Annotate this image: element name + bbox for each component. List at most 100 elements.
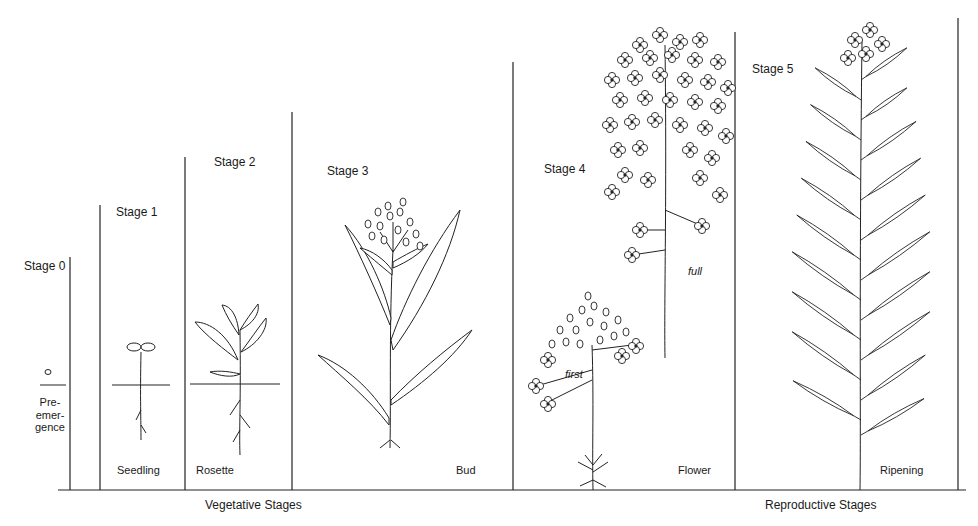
bud-stage-plant-part: [377, 222, 383, 230]
first-flower-plant-part: [585, 292, 591, 300]
pre-emergence-seed-part: [40, 385, 66, 386]
stage-name: Seedling: [117, 464, 160, 477]
first-flower-plant-part: [540, 396, 555, 411]
full-flower-plant-part: [604, 72, 619, 87]
ripening-plant-part: [800, 177, 862, 222]
full-flower-plant-part: [647, 112, 662, 127]
bud-stage-plant-part: [345, 225, 391, 325]
full-flower-plant-part: [632, 222, 647, 237]
first-flower-plant-part: [577, 340, 583, 348]
full-flower-plant-part: [710, 54, 725, 69]
first-flower-plant-part: [567, 314, 573, 322]
full-flower-plant-part: [720, 80, 735, 95]
bud-stage-plant-part: [381, 236, 387, 244]
rosette-plant-part: [195, 322, 238, 360]
stage-name: Flower: [678, 464, 711, 477]
ripening-plant-part: [791, 330, 862, 381]
first-flower-plant-part: [601, 322, 607, 330]
first-flower-plant-part: [614, 348, 629, 363]
full-flower-plant-part: [632, 210, 700, 255]
ripening-plant-part: [840, 50, 855, 65]
rosette-plant: [190, 304, 280, 455]
full-flower-plant-part: [604, 184, 619, 199]
bud-stage-plant-part: [365, 220, 371, 228]
bud-stage-plant-part: [318, 355, 389, 425]
bud-stage-plant-part: [407, 218, 413, 226]
full-flower-plant-part: [610, 142, 625, 157]
full-flower-plant-part: [712, 187, 727, 202]
first-flower-plant: [528, 292, 643, 490]
stage-number: Stage 2: [214, 156, 255, 170]
ripening-plant-part: [791, 290, 862, 341]
ripening-plant-part: [860, 353, 927, 401]
rosette-plant-part: [230, 400, 250, 442]
stage-number: Stage 1: [116, 206, 157, 220]
full-flower-plant-part: [704, 150, 719, 165]
ripening-plant-part: [792, 379, 862, 422]
full-flower-plant-part: [672, 34, 687, 49]
rosette-plant-part: [190, 384, 280, 385]
full-flower-plant-part: [700, 74, 715, 89]
rosette-plant-part: [222, 305, 239, 335]
ripening-plant-part: [805, 140, 862, 182]
ripening-plant-part: [860, 157, 922, 202]
ripening-plant-part: [860, 310, 931, 361]
first-flower-plant-part: [611, 332, 617, 340]
full-flower-plant-part: [677, 72, 692, 87]
first-flower-plant-part: [557, 326, 563, 334]
full-flower-plant-part: [687, 52, 702, 67]
stage-divider-lines-part: [734, 32, 735, 490]
stage-divider-lines-part: [184, 157, 185, 490]
bud-stage-plant-part: [400, 198, 406, 206]
ripening-plant-part: [847, 32, 862, 47]
full-flower-plant-part: [682, 142, 697, 157]
first-flower-plant-part: [540, 352, 555, 367]
full-flower-plant-part: [687, 94, 702, 109]
bud-stage-plant-part: [403, 238, 409, 246]
stage-divider-lines-part: [99, 205, 100, 490]
stage-group-label: Reproductive Stages: [765, 499, 876, 513]
full-flower-plant-part: [627, 70, 642, 85]
first-flower-plant-part: [591, 302, 597, 310]
stage-name: Pre- emer- gence: [33, 396, 67, 434]
ripening-plant-part: [796, 213, 863, 261]
plant-label: full: [688, 265, 702, 278]
stage-group-label: Vegetative Stages: [205, 499, 302, 513]
full-flower-plant-part: [602, 117, 617, 132]
bud-stage-plant-part: [375, 208, 381, 216]
stage-number: Stage 0: [24, 260, 65, 274]
first-flower-plant-part: [563, 338, 569, 346]
first-flower-plant-part: [615, 316, 621, 324]
full-flower-plant-part: [718, 128, 733, 143]
stage-name: Rosette: [196, 464, 234, 477]
full-flower-plant-part: [664, 47, 679, 62]
ripening-plant-part: [858, 46, 873, 61]
ripening-plant-part: [874, 36, 889, 51]
seedling-plant-part: [140, 352, 141, 440]
first-flower-plant-part: [587, 318, 593, 326]
rosette-plant-part: [239, 330, 241, 455]
seedling-plant-part: [141, 343, 155, 351]
first-flower-plant-part: [578, 454, 608, 487]
stage-divider-lines: [58, 18, 966, 490]
full-flower-plant: [602, 27, 735, 358]
stage-number: Stage 3: [327, 165, 368, 179]
plant-label: first: [565, 368, 583, 381]
full-flower-plant-part: [617, 52, 632, 67]
first-flower-plant-part: [579, 306, 585, 314]
stage-divider-lines-part: [69, 257, 70, 490]
ripening-plant-part: [809, 103, 862, 142]
full-flower-plant-part: [710, 98, 725, 113]
ripening-plant-part: [814, 66, 862, 101]
full-flower-plant-part: [652, 67, 667, 82]
ripening-plant: [791, 22, 931, 490]
first-flower-plant-part: [603, 308, 609, 316]
ripening-plant-part: [860, 270, 931, 321]
full-flower-plant-part: [672, 117, 687, 132]
pre-emergence-seed: [40, 370, 66, 386]
first-flower-plant-part: [528, 378, 543, 393]
ripening-plant-part: [791, 250, 862, 301]
ripening-plant-part: [860, 120, 917, 162]
bud-stage-plant-part: [395, 226, 401, 234]
